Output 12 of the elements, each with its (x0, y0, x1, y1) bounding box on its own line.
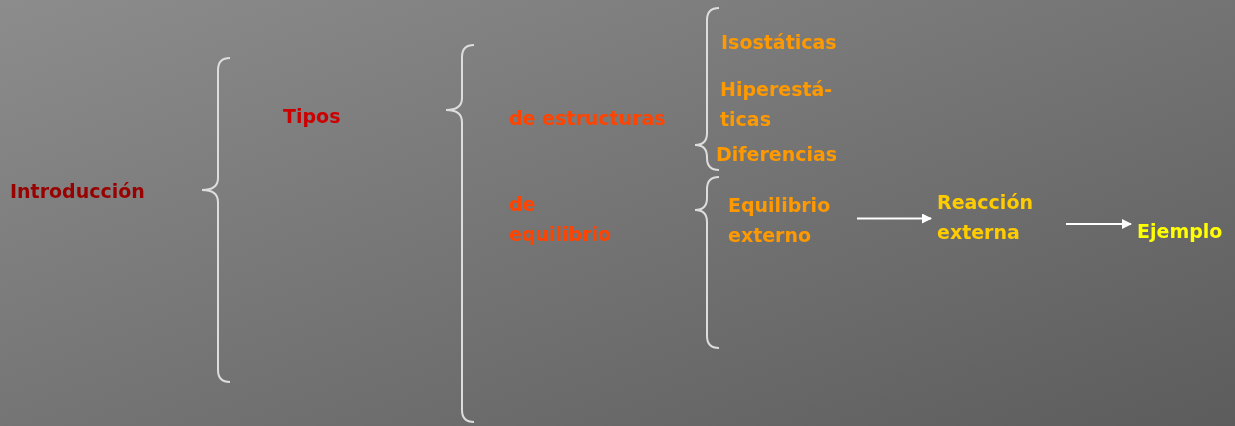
arrow (856, 213, 932, 224)
topic-label: de estructuras (509, 106, 667, 131)
topic-label: Isostáticas (721, 30, 838, 55)
topic-label: Introducción (10, 179, 146, 204)
topic-label: Hiperestá- ticas (720, 77, 834, 132)
topic-label: Diferencias (716, 142, 839, 167)
topic-label: Equilibrio externo (728, 190, 853, 250)
topic-label: de equilibrio (509, 192, 613, 247)
topic-label: Ejemplo (1137, 216, 1235, 246)
topic-label: Reacción externa (937, 187, 1062, 247)
topic-label: Tipos (283, 104, 342, 129)
arrow (1065, 219, 1132, 229)
